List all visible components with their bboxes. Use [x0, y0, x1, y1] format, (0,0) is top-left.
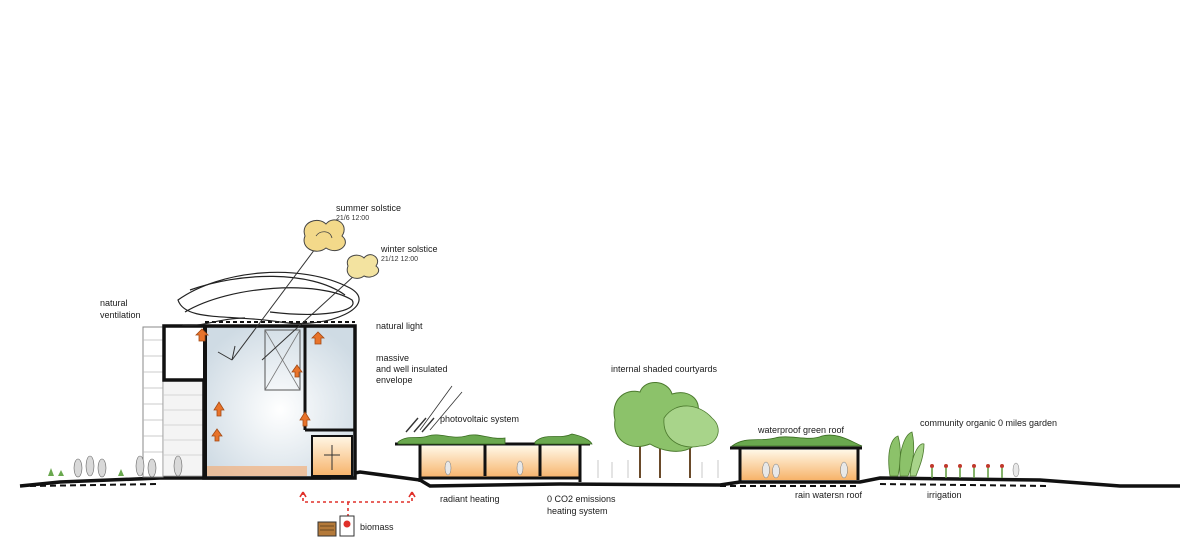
people-left [73, 455, 183, 478]
biomass-label: biomass [360, 522, 394, 532]
sun-rays [217, 244, 356, 361]
natural-light-label: natural light [376, 321, 423, 331]
envelope-label-2: and well insulated [376, 364, 448, 374]
airflow-arrows [195, 328, 325, 442]
sun-icon-summer [303, 219, 346, 252]
biomass-icon [317, 515, 355, 537]
radiant-heating-label: radiant heating [440, 494, 500, 504]
low-building-1 [395, 385, 593, 482]
natural-ventilation-label-2: ventilation [100, 310, 141, 320]
low-building-2 [730, 434, 863, 484]
garden-label: community organic 0 miles garden [920, 418, 1058, 428]
winter-solstice-time: 21/12 12:00 [381, 256, 418, 263]
envelope-label-1: massive [376, 353, 410, 363]
adjacent-building [142, 326, 204, 478]
summer-solstice-label: summer solstice [336, 203, 402, 213]
ground-hatch [29, 483, 1051, 487]
summer-solstice-time: 21/6 12:00 [336, 215, 370, 222]
garden-plants [888, 431, 1020, 478]
courtyard-trees [597, 382, 719, 478]
envelope-label-3: envelope [376, 375, 413, 385]
courtyards-label: internal shaded courtyards [611, 364, 718, 374]
co2-label-2: heating system [547, 506, 608, 516]
main-tower [162, 321, 357, 480]
winter-solstice-label: winter solstice [381, 244, 438, 254]
natural-ventilation-label-1: natural [100, 298, 128, 308]
sun-icon-winter [346, 254, 380, 279]
green-roof-label: waterproof green roof [758, 425, 845, 435]
co2-label-1: 0 CO2 emissions [547, 494, 616, 504]
photovoltaic-label: photovoltaic system [440, 414, 520, 424]
irrigation-label: irrigation [927, 490, 962, 500]
ventilation-swirls [177, 271, 360, 327]
biomass-connection [299, 491, 416, 516]
rain-water-label: rain watersn roof [795, 490, 863, 500]
